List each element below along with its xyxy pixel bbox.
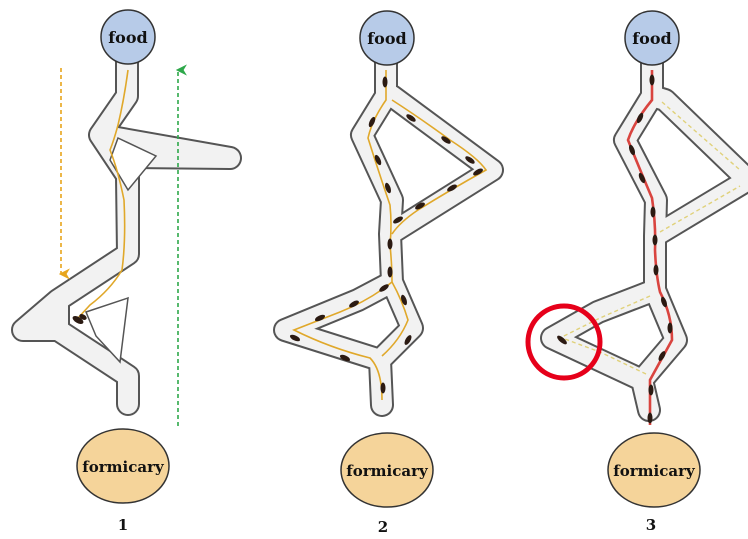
food-label: food [367, 29, 406, 48]
panel-number: 3 [646, 516, 656, 534]
path-network [540, 62, 748, 422]
formicary-label: formicary [346, 462, 429, 480]
food-node: food [359, 10, 415, 66]
nest-node: formicary [607, 432, 701, 508]
pheromone-trail [626, 70, 674, 425]
nest-node: formicary [340, 432, 434, 508]
food-node: food [100, 9, 156, 65]
highlight-circle [525, 303, 603, 381]
food-node: food [624, 10, 680, 66]
ant-group [289, 76, 483, 394]
panel-number: 1 [118, 516, 128, 534]
nest-node: formicary [76, 428, 170, 504]
faded-trail [559, 101, 741, 375]
path-network [273, 62, 504, 417]
panel-3: food formicary 3 [525, 10, 748, 534]
panel-2: food formicary 2 [273, 10, 504, 536]
path-network [11, 60, 242, 416]
exploration-trail [77, 69, 129, 319]
formicary-label: formicary [613, 462, 696, 480]
panel-1: food formicary 1 [11, 9, 242, 534]
ant [72, 314, 87, 324]
food-label: food [108, 28, 147, 47]
panel-number: 2 [378, 518, 388, 536]
exploration-trail [292, 70, 393, 401]
formicary-label: formicary [82, 458, 165, 476]
food-label: food [632, 29, 671, 48]
ant-group [557, 74, 673, 424]
exploration-trail [381, 99, 488, 357]
